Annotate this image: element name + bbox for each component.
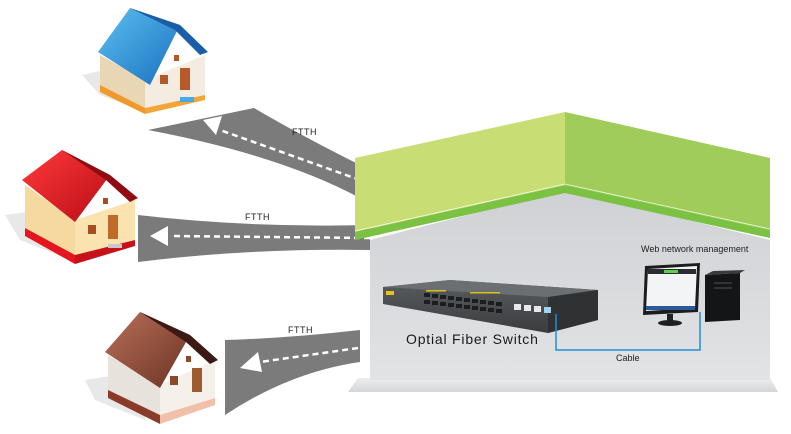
- blue-house: [82, 8, 208, 114]
- pc-tower: [705, 273, 740, 322]
- central-building: [348, 112, 778, 392]
- management-label: Web network management: [641, 244, 749, 254]
- ftth-label-bottom: FTTH: [288, 325, 313, 335]
- switch-label: Optial Fiber Switch: [406, 331, 539, 347]
- roof-left: [355, 112, 565, 232]
- roof-trim: [355, 185, 770, 240]
- ftth-label-top: FTTH: [292, 127, 317, 137]
- red-house: [5, 150, 138, 264]
- cable-label: Cable: [616, 353, 640, 363]
- ftth-link-bottom: [225, 330, 360, 415]
- arrow-icon: [203, 116, 222, 135]
- optical-fiber-switch: [383, 280, 598, 333]
- building-wall: [370, 190, 770, 380]
- arrow-icon: [240, 352, 262, 372]
- building-base: [348, 378, 778, 392]
- ftth-link-middle: [138, 215, 371, 262]
- management-computer: [643, 263, 745, 326]
- arrow-icon: [150, 226, 168, 246]
- brown-house: [85, 312, 218, 424]
- cable-line: [555, 312, 701, 351]
- ftth-link-top: [148, 108, 361, 198]
- roof-right: [565, 112, 770, 230]
- ftth-label-middle: FTTH: [245, 212, 270, 222]
